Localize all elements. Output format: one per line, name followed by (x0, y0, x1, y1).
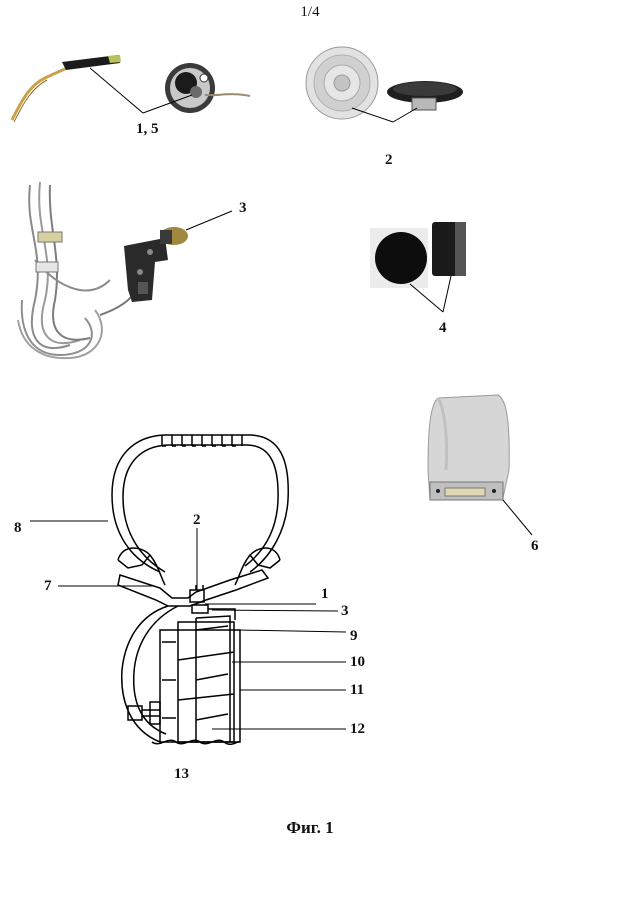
label-7: 7 (44, 578, 52, 594)
photo-membrane-2 (305, 46, 463, 123)
label-3-diagram: 3 (341, 603, 349, 619)
label-1-5: 1, 5 (136, 121, 159, 137)
label-8: 8 (14, 520, 22, 536)
leader-lines (30, 520, 347, 730)
label-3-photo: 3 (239, 200, 247, 216)
page-number: 1/4 (300, 4, 320, 20)
label-11: 11 (350, 682, 365, 698)
label-1-diagram: 1 (321, 586, 329, 602)
label-10: 10 (350, 654, 365, 670)
figure-caption: Фиг. 1 (286, 818, 334, 837)
label-12: 12 (350, 721, 365, 737)
label-2-diagram: 2 (193, 512, 201, 528)
label-13: 13 (174, 766, 189, 782)
label-6: 6 (531, 538, 539, 554)
label-9: 9 (350, 628, 358, 644)
label-4: 4 (439, 320, 447, 336)
photo-cable-bracket-3 (17, 178, 233, 360)
label-2-photo: 2 (385, 152, 393, 168)
photo-sensor-1-5 (10, 55, 251, 123)
photo-discs-4 (370, 222, 466, 313)
tyre-section-drawing (111, 434, 289, 745)
photo-module-6 (427, 394, 533, 536)
